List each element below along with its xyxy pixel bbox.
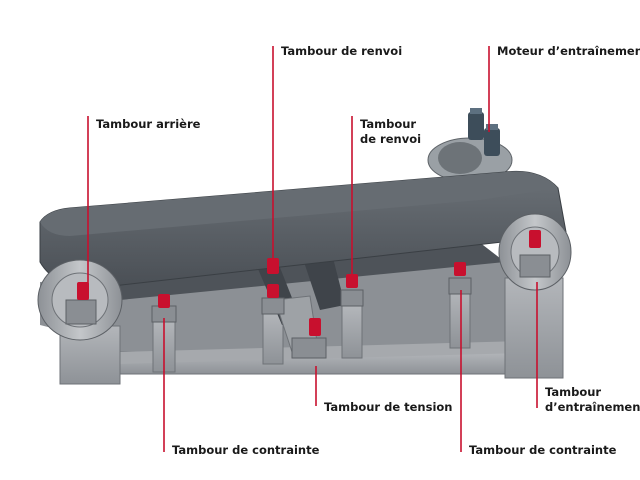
label-tambour-contrainte-right: Tambour de contrainte (469, 443, 616, 458)
label-tambour-arriere: Tambour arrière (96, 117, 200, 132)
label-tambour-renvoi-top: Tambour de renvoi (281, 44, 402, 59)
drive-motor (428, 108, 512, 182)
label-tambour-contrainte-left: Tambour de contrainte (172, 443, 319, 458)
label-tambour-tension: Tambour de tension (324, 400, 453, 415)
rear-drum (38, 260, 122, 340)
drive-drum (499, 214, 571, 290)
label-moteur-entrainement: Moteur d’entraînement (497, 44, 640, 59)
